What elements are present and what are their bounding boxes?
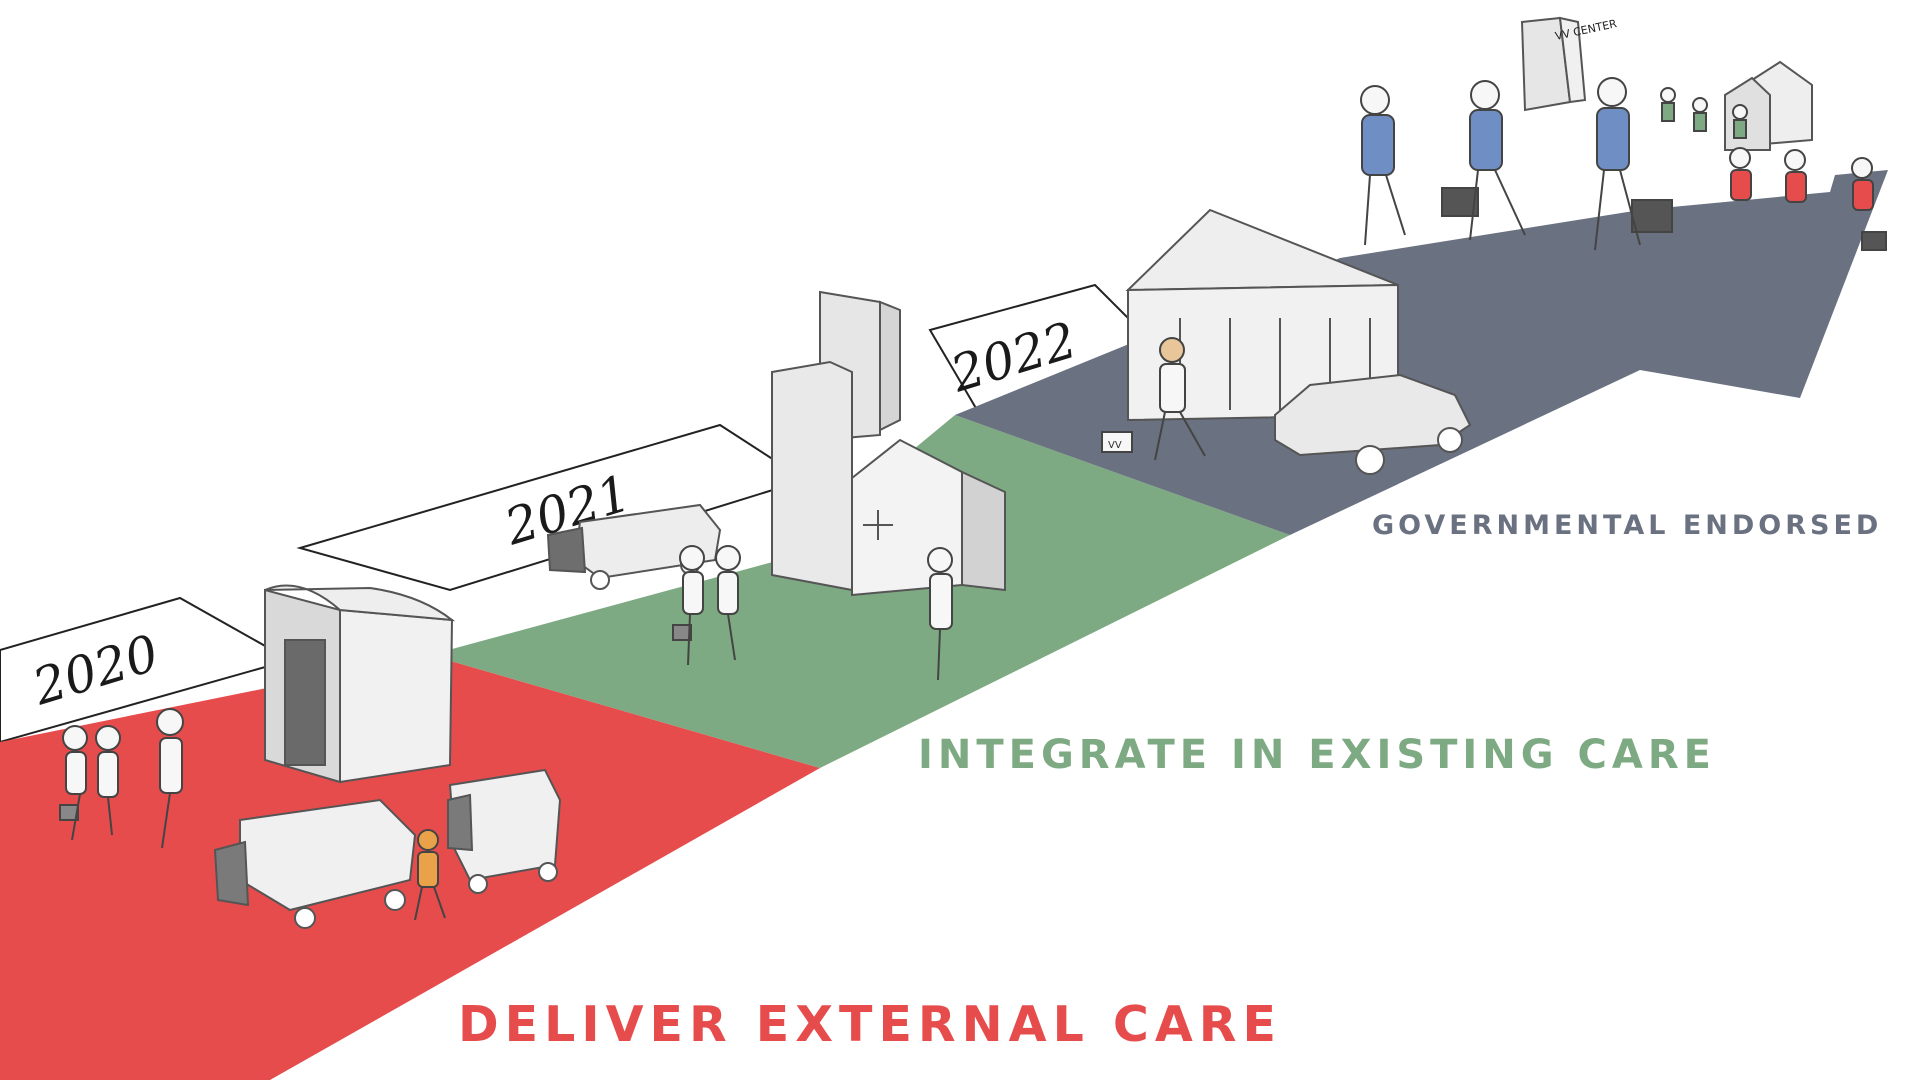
official-figure [1101, 337, 1206, 461]
people-group-2021 [672, 545, 953, 681]
timeline-strip [0, 283, 1167, 744]
phase-label-governmental-endorsed: GOVERNMENTAL ENDORSED [1372, 510, 1883, 541]
bag-label: VV [1108, 440, 1122, 451]
hospital-building [771, 290, 1006, 597]
people-group-endorsed [1360, 77, 1887, 251]
mobile-clinic-unit [264, 584, 456, 784]
worker-figure [414, 829, 446, 921]
people-group-2020 [59, 708, 184, 849]
road-segment-gray [955, 170, 1888, 535]
phase-label-deliver-external-care: DELIVER EXTERNAL CARE [458, 996, 1282, 1053]
car [1274, 373, 1472, 475]
phase-label-integrate-existing-care: INTEGRATE IN EXISTING CARE [918, 732, 1716, 778]
supply-carts [213, 768, 562, 929]
